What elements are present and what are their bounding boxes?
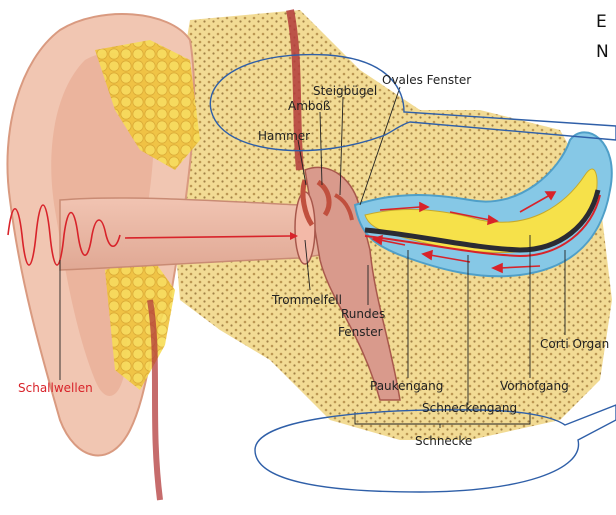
label-paukengang: Paukengang: [370, 379, 443, 393]
label-corti-organ: Corti Organ: [540, 337, 609, 351]
label-vorhofgang: Vorhofgang: [500, 379, 569, 393]
label-schallwellen: Schallwellen: [18, 381, 93, 395]
ear-canal: [60, 198, 320, 270]
label-schnecke: Schnecke: [415, 434, 472, 448]
corner-text-line1: E: [596, 8, 607, 36]
label-trommelfell: Trommelfell: [271, 293, 342, 307]
label-rundes-fenster-line2: Fenster: [338, 325, 383, 339]
corner-text-line2: N: [596, 38, 609, 66]
label-hammer: Hammer: [258, 129, 310, 143]
label-steigbuegel: Steigbügel: [313, 84, 377, 98]
label-amboss: Amboß: [288, 99, 331, 113]
label-rundes-fenster-line1: Rundes: [341, 307, 385, 321]
label-schneckengang: Schneckengang: [422, 401, 517, 415]
label-ovales-fenster: Ovales Fenster: [382, 73, 471, 87]
